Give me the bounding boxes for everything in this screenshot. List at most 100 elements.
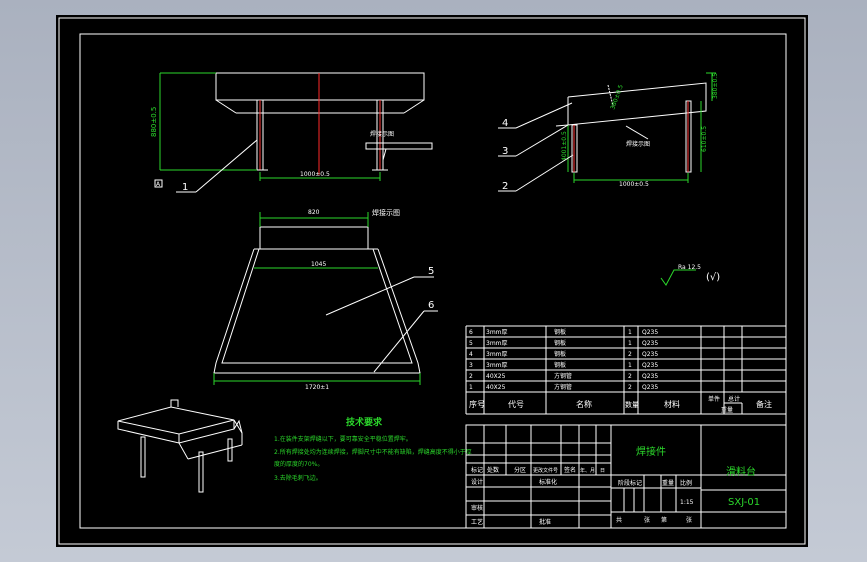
- bom-material: Q235: [642, 384, 658, 391]
- tech-title: 技术要求: [346, 416, 383, 428]
- side-view: 1000±0.5 380±0.5 610±0.5 4001±0.5 380±0.…: [498, 72, 719, 192]
- bom-qty: 1: [628, 329, 632, 336]
- bom-qty: 1: [628, 362, 632, 369]
- tb-sheet-no: 第: [661, 516, 667, 524]
- top-view: 820 焊接示图 1045 1720±1 5 6: [213, 208, 438, 391]
- tech-item-4: 3.去除毛刺飞边。: [274, 474, 322, 482]
- tb-process: 工艺: [471, 518, 483, 526]
- dim-front-height: 880±0.5: [150, 107, 158, 137]
- bom-seq: 5: [469, 340, 473, 347]
- bom-seq: 2: [469, 373, 473, 380]
- dim-side-h1: 380±0.5: [712, 73, 719, 99]
- tb-zone: 分区: [514, 466, 526, 474]
- dim-side-h3: 4001±0.5: [561, 131, 568, 161]
- callout-2: 2: [502, 181, 508, 192]
- bom-header-material: 材料: [664, 399, 680, 409]
- bom-code: 3mm厚: [486, 362, 508, 369]
- bom-seq: 4: [469, 351, 473, 358]
- tb-change-doc: 更改文件号: [533, 467, 558, 474]
- tb-scale-label: 比例: [680, 479, 692, 487]
- datum-label: A: [156, 181, 161, 188]
- weld-note-side: 焊接示图: [626, 140, 650, 148]
- bom-name: 钢板: [554, 339, 566, 347]
- tb-count: 处数: [487, 466, 499, 474]
- callout-5: 5: [428, 266, 434, 277]
- bom-material: Q235: [642, 373, 658, 380]
- callout-1: 1: [182, 182, 188, 193]
- front-view: 880±0.5 1000±0.5 A 1 焊接示图: [150, 72, 433, 193]
- datum-box: [154, 179, 163, 188]
- outer-frame: [58, 17, 806, 545]
- tb-part-name: 滑料台: [726, 465, 756, 478]
- bom-header-unit: 单件: [708, 395, 720, 403]
- bom-material: Q235: [642, 362, 658, 369]
- dim-front-width: 1000±0.5: [300, 171, 330, 178]
- roughness-symbol: Ra 12.5 (√): [660, 264, 720, 286]
- bom-seq: 6: [469, 329, 473, 336]
- bom-material: Q235: [642, 351, 658, 358]
- bom-qty: 2: [628, 373, 632, 380]
- bom-name: 方钢管: [554, 372, 572, 380]
- drawing-canvas: 880±0.5 1000±0.5 A 1 焊接示图: [58, 17, 806, 545]
- drawing-sheet: 880±0.5 1000±0.5 A 1 焊接示图: [56, 15, 808, 547]
- tb-approve: 批准: [539, 518, 551, 526]
- tb-scale: 1:15: [680, 499, 694, 506]
- bom-material: Q235: [642, 329, 658, 336]
- bom-code: 40X25: [486, 373, 506, 380]
- tb-standardize: 标准化: [539, 478, 557, 486]
- tb-date: 年、月、日: [580, 467, 605, 474]
- dim-side-h2: 610±0.5: [701, 126, 708, 152]
- isometric-view: [117, 399, 243, 493]
- tb-design: 设计: [471, 478, 483, 486]
- tb-sheet-total: 共: [616, 516, 622, 524]
- tb-drawing-no: SXJ-01: [728, 497, 760, 508]
- bom-code: 3mm厚: [486, 329, 508, 336]
- bom-header-weight: 重量: [721, 406, 733, 414]
- bom-header-name: 名称: [576, 399, 592, 409]
- callout-3: 3: [502, 146, 508, 157]
- dim-top-w3: 1720±1: [305, 384, 329, 391]
- inner-frame: [79, 33, 787, 529]
- dim-side-slope: 380±0.5: [609, 84, 625, 111]
- roughness-value: Ra 12.5: [678, 264, 701, 271]
- bom-material: Q235: [642, 340, 658, 347]
- tb-sheet-unit2: 张: [686, 516, 692, 524]
- tb-drawing-name: 焊接件: [636, 445, 666, 458]
- bom-code: 3mm厚: [486, 351, 508, 358]
- title-block: 标记 处数 分区 更改文件号 签名 年、月、日 设计 标准化 审核 工艺 批准 …: [465, 424, 787, 529]
- bom-header-qty: 数量: [625, 400, 639, 409]
- bom-header-total: 总计: [728, 395, 740, 403]
- bom-header-seq: 序号: [469, 399, 485, 409]
- bom-seq: 1: [469, 384, 473, 391]
- bom-name: 钢板: [554, 361, 566, 369]
- bom-code: 3mm厚: [486, 340, 508, 347]
- weld-note-front: 焊接示图: [370, 130, 394, 138]
- bom-name: 方钢管: [554, 383, 572, 391]
- dim-top-w2: 1045: [311, 261, 326, 268]
- bom-header-code: 代号: [508, 399, 524, 409]
- roughness-paren: (√): [706, 272, 720, 283]
- tech-requirements: 技术要求 1.在装件支架焊缝以下，要可靠安全平稳位置焊牢。 2.所有焊接处均为连…: [274, 416, 472, 482]
- tb-mark: 标记: [471, 466, 483, 474]
- tb-stage-mark: 阶段标记: [618, 479, 642, 487]
- bom-qty: 2: [628, 351, 632, 358]
- callout-6: 6: [428, 300, 434, 311]
- tech-item-1: 1.在装件支架焊缝以下，要可靠安全平稳位置焊牢。: [274, 435, 412, 443]
- tb-sign: 签名: [564, 466, 576, 474]
- tech-item-2: 2.所有焊接处均为连续焊接，焊脚尺寸中不能有缺陷，焊缝高度不得小于厚: [274, 448, 472, 456]
- bom-name: 钢板: [554, 328, 566, 336]
- tech-item-3: 度的厚度的70%。: [274, 460, 323, 468]
- bom-qty: 1: [628, 340, 632, 347]
- tb-weight: 重量: [662, 479, 674, 487]
- bom-header-remark: 备注: [756, 399, 772, 409]
- dim-side-width: 1000±0.5: [619, 181, 649, 188]
- tb-sheet-unit: 张: [644, 516, 650, 524]
- weld-mark-top: 焊接示图: [372, 208, 400, 217]
- dim-top-w1: 820: [308, 209, 320, 216]
- callout-4: 4: [502, 118, 508, 129]
- bom-seq: 3: [469, 362, 473, 369]
- tb-review: 审核: [471, 504, 483, 512]
- bom-name: 钢板: [554, 350, 566, 358]
